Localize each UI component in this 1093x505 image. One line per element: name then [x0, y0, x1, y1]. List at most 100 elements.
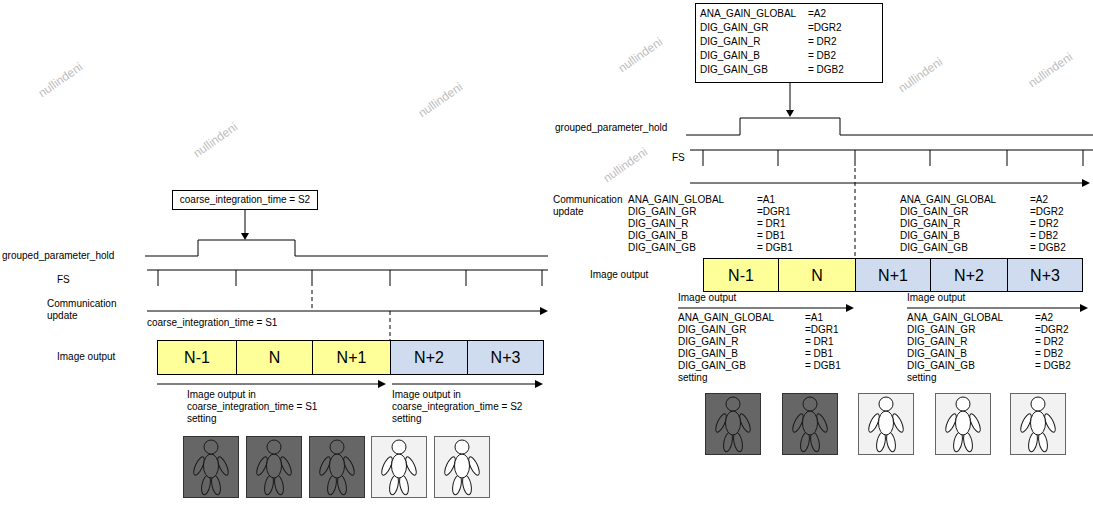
- setting-box: coarse_integration_time = S2: [172, 190, 318, 210]
- frame-label: N+2: [414, 348, 444, 367]
- fs-ticks: [158, 270, 542, 286]
- parameter-name: DIG_GAIN_GR: [700, 22, 768, 34]
- signal-label: DIG_GAIN_GR: [628, 206, 696, 218]
- watermark: nullindeni: [416, 80, 466, 121]
- signal-label: setting: [678, 372, 707, 384]
- signal-label: =DGR1: [805, 324, 839, 336]
- signal-label: Image output: [678, 292, 736, 304]
- signal-label: Image output in coarse_integration_time …: [392, 389, 542, 425]
- signal-label: = DGB2: [1035, 360, 1071, 372]
- leader-arrow: [245, 210, 246, 233]
- watermark: nullindeni: [616, 35, 666, 76]
- time-arrow: [147, 311, 540, 312]
- signal-label: DIG_GAIN_GR: [678, 324, 746, 336]
- signal-label: Image output: [907, 292, 965, 304]
- signal-label: =A1: [805, 312, 823, 324]
- setting-label: coarse_integration_time = S2: [180, 194, 310, 206]
- person-image: [435, 437, 490, 498]
- signal-label: = DR1: [757, 218, 786, 230]
- time-arrow: [690, 183, 1082, 184]
- signal-label: DIG_GAIN_GB: [900, 242, 968, 254]
- frame-box: N+2: [390, 340, 468, 375]
- frame-box: N+1: [312, 340, 391, 375]
- hold-pulse: [145, 240, 548, 256]
- frame-box: N+2: [930, 258, 1008, 292]
- signal-label: =DGR1: [757, 206, 791, 218]
- signal-label: = DR2: [1035, 336, 1064, 348]
- frame-label: N-1: [184, 348, 210, 367]
- arrow-head: [1082, 179, 1090, 187]
- person-image: [247, 437, 302, 498]
- signal-label: ANA_GAIN_GLOBAL: [628, 194, 724, 206]
- person-image: [706, 394, 761, 455]
- person-image: [936, 394, 991, 455]
- signal-label: grouped_parameter_hold: [555, 122, 667, 134]
- frame-label: N+2: [954, 266, 984, 285]
- frame-label: N: [811, 266, 823, 285]
- arrow-head: [535, 380, 543, 388]
- signal-label: Image output: [57, 351, 115, 363]
- signal-label: =DGR2: [1035, 324, 1069, 336]
- signal-label: = DR2: [1030, 218, 1059, 230]
- signal-label: FS: [672, 152, 685, 164]
- span-arrow: [392, 384, 535, 385]
- signal-label: Image output in coarse_integration_time …: [187, 389, 337, 425]
- signal-label: = DGB2: [1030, 242, 1066, 254]
- signal-label: DIG_GAIN_R: [628, 218, 689, 230]
- frame-box: N+3: [467, 340, 544, 375]
- arrow-head: [846, 304, 854, 312]
- signal-label: =A1: [757, 194, 775, 206]
- signal-label: =DGR2: [1030, 206, 1064, 218]
- signal-label: DIG_GAIN_GB: [907, 360, 975, 372]
- frame-box: N+3: [1007, 258, 1083, 292]
- person-image: [310, 437, 365, 498]
- person-image: [859, 394, 914, 455]
- signal-label: DIG_GAIN_R: [907, 336, 968, 348]
- signal-label: DIG_GAIN_GR: [907, 324, 975, 336]
- person-image: [1011, 394, 1066, 455]
- span-arrow: [907, 308, 1080, 309]
- parameter-name: DIG_GAIN_B: [700, 50, 760, 62]
- dashed-marker: [390, 311, 391, 340]
- signal-label: DIG_GAIN_B: [628, 230, 688, 242]
- parameter-box: ANA_GAIN_GLOBAL =A2DIG_GAIN_GR =DGR2DIG_GA…: [695, 3, 883, 83]
- frame-label: N-1: [728, 266, 754, 285]
- watermark: nullindeni: [896, 55, 946, 96]
- signal-label: ANA_GAIN_GLOBAL: [678, 312, 774, 324]
- signal-label: DIG_GAIN_GB: [678, 360, 746, 372]
- signal-label: FS: [57, 274, 70, 286]
- person-image: [783, 394, 838, 455]
- arrow-head: [378, 380, 386, 388]
- person-image: [184, 437, 239, 498]
- arrow-head: [786, 110, 794, 117]
- hold-pulse: [686, 118, 1093, 135]
- parameter-name: ANA_GAIN_GLOBAL: [700, 8, 796, 20]
- parameter-name: DIG_GAIN_GB: [700, 64, 768, 76]
- parameter-value: =DGR2: [808, 22, 842, 34]
- leader-arrow: [790, 83, 791, 110]
- signal-label: Communication update: [47, 298, 117, 322]
- signal-label: = DB1: [805, 348, 833, 360]
- parameter-value: = DGB2: [808, 64, 844, 76]
- frame-label: N: [269, 348, 281, 367]
- fs-line: [690, 150, 1093, 151]
- frame-box: N+1: [855, 258, 931, 292]
- signal-label: ANA_GAIN_GLOBAL: [907, 312, 1003, 324]
- signal-label: grouped_parameter_hold: [2, 250, 114, 262]
- signal-label: DIG_GAIN_GR: [900, 206, 968, 218]
- signal-label: =A2: [1030, 194, 1048, 206]
- signal-label: Communication update: [553, 194, 623, 218]
- dashed-marker: [855, 168, 856, 258]
- frame-label: N+1: [337, 348, 367, 367]
- frame-box: N: [236, 340, 313, 375]
- signal-label: DIG_GAIN_B: [900, 230, 960, 242]
- signal-label: DIG_GAIN_R: [678, 336, 739, 348]
- arrow-head: [241, 233, 249, 240]
- signal-label: coarse_integration_time = S1: [147, 317, 277, 329]
- watermark: nullindeni: [1026, 50, 1076, 91]
- signal-label: DIG_GAIN_B: [907, 348, 967, 360]
- signal-label: =A2: [1035, 312, 1053, 324]
- person-image: [372, 437, 427, 498]
- parameter-value: =A2: [808, 8, 826, 20]
